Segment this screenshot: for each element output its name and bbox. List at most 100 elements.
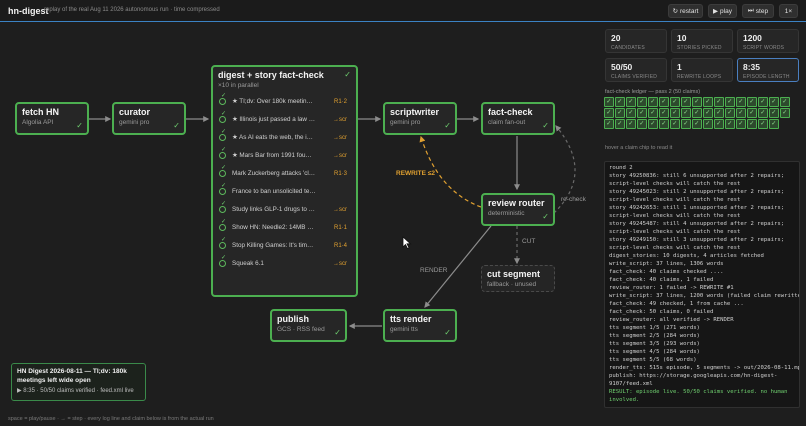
pipeline-edges <box>89 116 576 329</box>
log-line: story 49245487: still 4 unsupported afte… <box>609 221 785 227</box>
claim-chip[interactable]: ✓ <box>692 119 702 129</box>
claim-chip[interactable]: ✓ <box>670 97 680 107</box>
story-item[interactable]: ✓★ TI;dv: Over 180k meetin…R1·2 <box>219 93 347 108</box>
claim-chip[interactable]: ✓ <box>604 108 614 118</box>
claim-chip[interactable]: ✓ <box>758 119 768 129</box>
claim-chip[interactable]: ✓ <box>648 108 658 118</box>
claim-chip[interactable]: ✓ <box>648 119 658 129</box>
claim-chip[interactable]: ✓ <box>637 119 647 129</box>
claim-chip[interactable]: ✓ <box>604 119 614 129</box>
story-item[interactable]: ✓Study links GLP-1 drugs to …→scr <box>219 201 347 216</box>
log-result: RESULT: episode live. 50/50 claims verif… <box>609 389 791 403</box>
claim-chip[interactable]: ✓ <box>703 119 713 129</box>
claim-chip[interactable]: ✓ <box>692 97 702 107</box>
claim-chip[interactable]: ✓ <box>725 108 735 118</box>
log-line: script-level checks will catch the rest <box>609 181 741 187</box>
story-title: ★ As AI eats the web, the i… <box>232 134 313 141</box>
story-item[interactable]: ✓Mark Zuckerberg attacks 'cl…R1·3 <box>219 165 347 180</box>
claim-chip[interactable]: ✓ <box>725 97 735 107</box>
claim-chip[interactable]: ✓ <box>648 97 658 107</box>
claim-chip[interactable]: ✓ <box>659 108 669 118</box>
node-digest-fact-check[interactable]: digest + story fact-check ×10 in paralle… <box>211 65 358 297</box>
check-icon: ✓ <box>221 129 227 135</box>
claim-chip[interactable]: ✓ <box>747 119 757 129</box>
story-item[interactable]: ✓Show HN: Needle2: 14MB …R1·1 <box>219 219 347 234</box>
story-item[interactable]: ✓Squeak 6.1→scr <box>219 255 347 270</box>
story-item[interactable]: ✓★ Mars Bar from 1991 fou…→scr <box>219 147 347 162</box>
claim-chip[interactable]: ✓ <box>780 97 790 107</box>
play-button[interactable]: ▶play <box>708 4 737 18</box>
log-line: script-level checks will catch the rest <box>609 245 741 251</box>
story-item[interactable]: ✓Stop Killing Games: It's tim…R1·4 <box>219 237 347 252</box>
claim-chip[interactable]: ✓ <box>769 97 779 107</box>
log-line: review_router: all verified -> RENDER <box>609 317 734 323</box>
claim-chip[interactable]: ✓ <box>769 119 779 129</box>
story-tag: →scr <box>333 152 347 159</box>
claim-chip[interactable]: ✓ <box>769 108 779 118</box>
story-item[interactable]: ✓France to ban unsolicited te… <box>219 183 347 198</box>
claim-chip[interactable]: ✓ <box>703 108 713 118</box>
node-cut-segment[interactable]: cut segment fallback · unused <box>481 265 555 292</box>
status-dot-icon <box>219 170 226 177</box>
claim-chip[interactable]: ✓ <box>670 119 680 129</box>
claim-chip[interactable]: ✓ <box>626 119 636 129</box>
log-line: story 49242653: still 1 unsupported afte… <box>609 205 785 211</box>
claim-chip[interactable]: ✓ <box>714 119 724 129</box>
claim-chip[interactable]: ✓ <box>670 108 680 118</box>
story-title: ★ TI;dv: Over 180k meetin… <box>232 98 313 105</box>
claim-chip[interactable]: ✓ <box>626 108 636 118</box>
log-line: round 2 <box>609 165 633 171</box>
episode-summary-card[interactable]: HN Digest 2026-08-11 — TI;dv: 180k meeti… <box>11 363 146 401</box>
pipeline-canvas: REWRITE ≤2 re-check CUT RENDER fetch HN … <box>0 23 600 426</box>
claim-chip[interactable]: ✓ <box>659 97 669 107</box>
story-item[interactable]: ✓★ As AI eats the web, the i…→scr <box>219 129 347 144</box>
step-icon: ⏭ <box>747 7 754 14</box>
claim-chip[interactable]: ✓ <box>758 108 768 118</box>
node-review-router[interactable]: review router deterministic ✓ <box>481 193 555 226</box>
speed-button[interactable]: 1× <box>779 4 798 18</box>
claim-chip[interactable]: ✓ <box>725 119 735 129</box>
step-button[interactable]: ⏭step <box>742 4 774 18</box>
claim-chip[interactable]: ✓ <box>604 97 614 107</box>
claim-chip[interactable]: ✓ <box>747 97 757 107</box>
claim-chip[interactable]: ✓ <box>703 97 713 107</box>
claim-chip[interactable]: ✓ <box>692 108 702 118</box>
claim-chip[interactable]: ✓ <box>714 97 724 107</box>
claim-chip[interactable]: ✓ <box>626 97 636 107</box>
claim-chip[interactable]: ✓ <box>736 97 746 107</box>
claim-chip[interactable]: ✓ <box>615 108 625 118</box>
log-line: publish: https://storage.googleapis.com/… <box>609 373 778 379</box>
stat-value: 10 <box>677 33 687 43</box>
node-fetch-hn[interactable]: fetch HN Algolia API ✓ <box>15 102 89 135</box>
stat-label: REWRITE LOOPS <box>677 74 722 80</box>
claim-chip[interactable]: ✓ <box>637 108 647 118</box>
claim-chip[interactable]: ✓ <box>758 97 768 107</box>
log-line: render_tts: 515s episode, 5 segments -> … <box>609 365 800 371</box>
claim-chip[interactable]: ✓ <box>747 108 757 118</box>
node-scriptwriter[interactable]: scriptwriter gemini pro ✓ <box>383 102 457 135</box>
stat-label: EPISODE LENGTH <box>743 74 790 80</box>
node-fact-check[interactable]: fact-check claim fan-out ✓ <box>481 102 555 135</box>
log-line: tts segment 1/5 (271 words) <box>609 325 700 331</box>
node-tts-render[interactable]: tts render gemini tts ✓ <box>383 309 457 342</box>
check-icon: ✓ <box>542 212 549 221</box>
claim-chip[interactable]: ✓ <box>681 119 691 129</box>
claim-chip[interactable]: ✓ <box>615 97 625 107</box>
claim-chip[interactable]: ✓ <box>780 108 790 118</box>
node-curator[interactable]: curator gemini pro ✓ <box>112 102 186 135</box>
claim-chip[interactable]: ✓ <box>681 108 691 118</box>
check-icon: ✓ <box>221 219 227 225</box>
claim-chip[interactable]: ✓ <box>659 119 669 129</box>
claim-chip[interactable]: ✓ <box>714 108 724 118</box>
claim-chip[interactable]: ✓ <box>615 119 625 129</box>
claim-chip[interactable]: ✓ <box>637 97 647 107</box>
keyboard-hint: space = play/pause · → = step · every lo… <box>8 416 214 422</box>
story-item[interactable]: ✓★ Illinois just passed a law …→scr <box>219 111 347 126</box>
restart-button[interactable]: ↻restart <box>668 4 703 18</box>
node-publish[interactable]: publish GCS · RSS feed ✓ <box>270 309 347 342</box>
claim-chip[interactable]: ✓ <box>736 108 746 118</box>
claim-chip[interactable]: ✓ <box>681 97 691 107</box>
claim-chip[interactable]: ✓ <box>736 119 746 129</box>
